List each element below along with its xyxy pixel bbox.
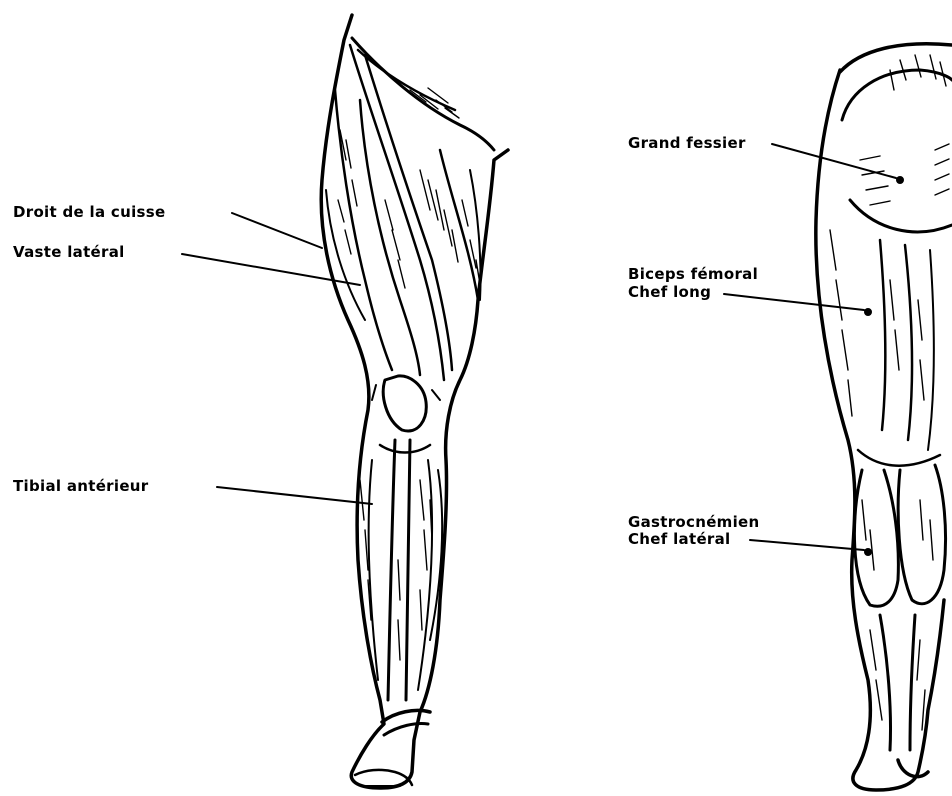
leader-tibial-anterieur [217, 487, 372, 504]
leader-lines [182, 144, 896, 550]
label-chef-lateral: Chef latéral [628, 531, 730, 548]
label-gastrocnemien: Gastrocnémien [628, 514, 760, 531]
leader-grand-fessier [772, 144, 896, 178]
label-vaste-lateral: Vaste latéral [13, 244, 125, 261]
leader-gastrocnemien [750, 540, 864, 550]
leader-biceps-femoral [724, 294, 864, 310]
label-chef-long: Chef long [628, 284, 711, 301]
leg-posterior [816, 44, 952, 790]
leader-vaste-lateral [182, 254, 360, 285]
label-droit-de-la-cuisse: Droit de la cuisse [13, 204, 165, 221]
label-tibial-anterieur: Tibial antérieur [13, 478, 148, 495]
leg-anterior [321, 15, 508, 788]
label-grand-fessier: Grand fessier [628, 135, 746, 152]
label-biceps-femoral: Biceps fémoral [628, 266, 758, 283]
leader-droit-de-la-cuisse [232, 213, 322, 248]
